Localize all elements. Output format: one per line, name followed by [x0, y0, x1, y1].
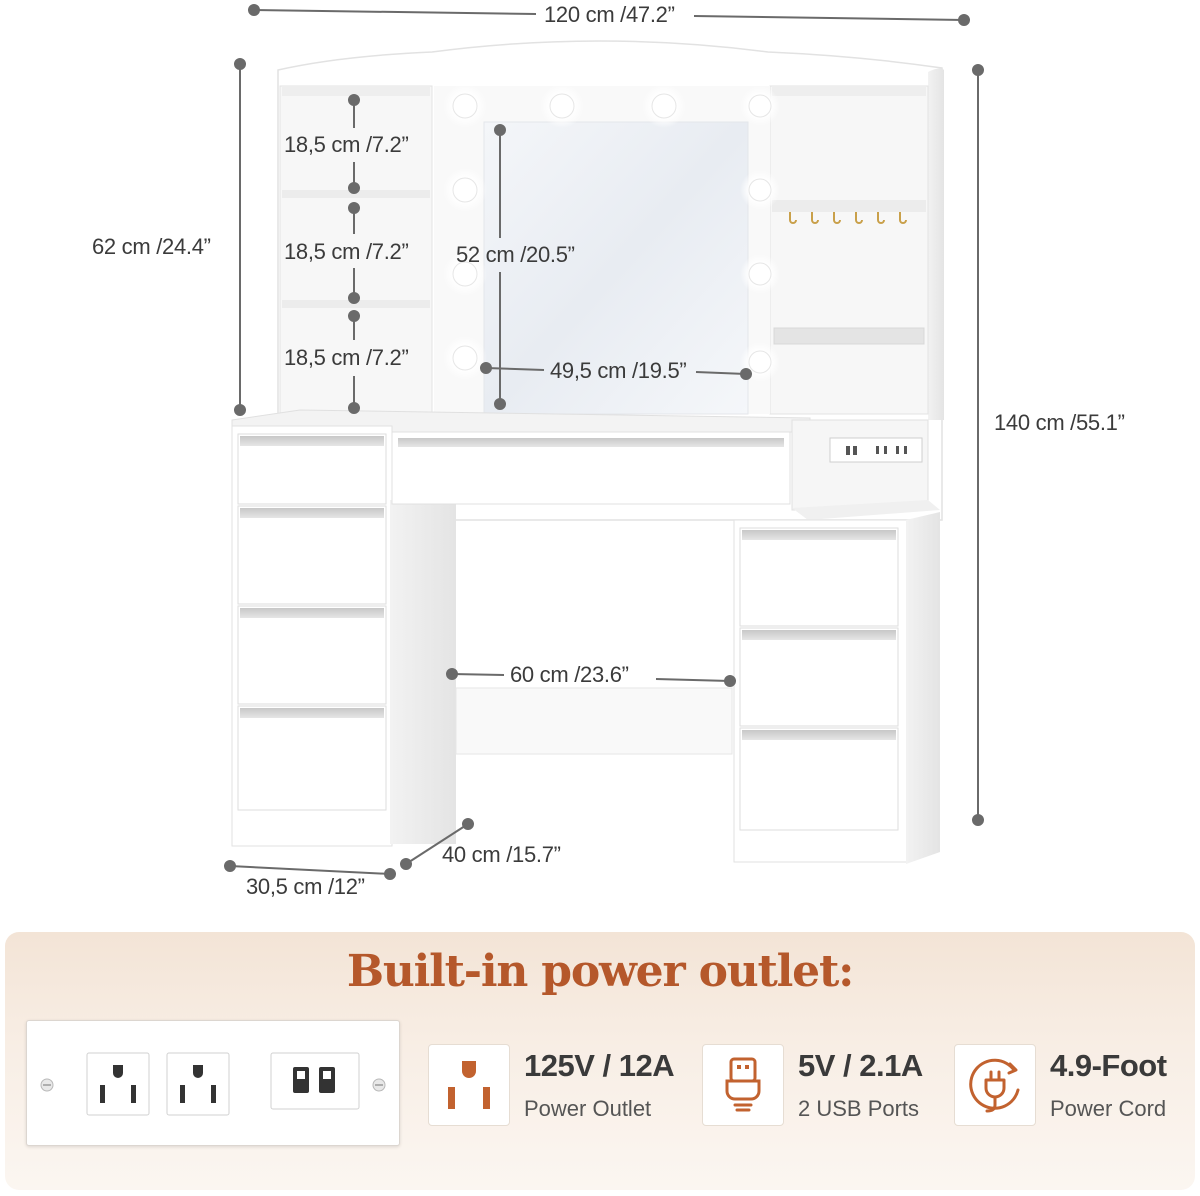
right-cabinet-side	[906, 512, 940, 864]
bulb-icon	[740, 170, 780, 210]
mirror-glass	[483, 121, 749, 415]
drawer-handle	[240, 708, 384, 718]
drawer-handle	[742, 630, 896, 640]
left-drawers	[237, 433, 387, 811]
right-shelf-hook-rail	[772, 200, 926, 212]
center-drawer-handle	[398, 438, 784, 447]
modesty-panel	[455, 687, 733, 755]
power-cubby	[791, 419, 929, 511]
drawer	[739, 727, 899, 831]
bulb-icon	[740, 254, 780, 294]
total-width-label: 120 cm /47.2”	[544, 2, 675, 27]
left-shelf-1	[282, 190, 430, 198]
shelf-middle-height-label: 18,5 cm /7.2”	[284, 239, 409, 264]
shelf-bottom-height-label: 18,5 cm /7.2”	[284, 345, 409, 370]
usb-plug-icon	[702, 1044, 784, 1126]
left-shelf-2	[282, 300, 430, 308]
usb-socket-icon	[270, 1052, 360, 1110]
left-shelf-unit	[279, 85, 433, 415]
feature-subtitle: Power Cord	[1050, 1096, 1167, 1121]
bulb-icon	[642, 84, 686, 128]
shelf-top-height-label: 18,5 cm /7.2”	[284, 132, 409, 157]
feature-power-outlet: 125V / 12A Power Outlet	[428, 1044, 688, 1128]
knee-space-width-label: 60 cm /23.6”	[510, 662, 629, 687]
jewelry-hooks	[789, 212, 907, 224]
drawer	[237, 605, 387, 705]
total-height-label: 140 cm /55.1”	[994, 410, 1125, 435]
depth-label: 40 cm /15.7”	[442, 842, 561, 867]
hutch	[277, 40, 944, 521]
vanity-light-bulbs	[443, 84, 780, 382]
power-cord-icon	[954, 1044, 1036, 1126]
hutch-right-side	[928, 68, 944, 421]
dimension-lines	[224, 4, 984, 880]
vanity-desk-illustration	[224, 4, 984, 880]
drawer	[237, 705, 387, 811]
bulb-icon	[443, 168, 487, 212]
desk	[231, 409, 940, 864]
bulb-icon	[443, 252, 487, 296]
drawer	[739, 627, 899, 727]
feature-title: 5V / 2.1A	[798, 1048, 923, 1083]
ac-socket-icon	[86, 1052, 150, 1116]
drawer-handle	[742, 530, 896, 540]
drawer	[237, 505, 387, 605]
drawer-handle	[240, 508, 384, 518]
ac-socket-icon	[166, 1052, 230, 1116]
power-panel-title: Built-in power outlet:	[346, 946, 854, 997]
drawer-handle	[240, 608, 384, 618]
left-cabinet-side	[390, 500, 456, 844]
bulb-icon	[740, 86, 780, 126]
mirror-width-label: 49,5 cm /19.5”	[550, 358, 687, 383]
feature-subtitle: Power Outlet	[524, 1096, 652, 1121]
outlet-plate	[26, 1020, 400, 1146]
drawer-handle	[742, 730, 896, 740]
ac-outlet-icon	[428, 1044, 510, 1126]
hutch-height-label: 62 cm /24.4”	[92, 234, 211, 259]
feature-subtitle: 2 USB Ports	[798, 1096, 920, 1121]
feature-title: 125V / 12A	[524, 1048, 675, 1083]
drawer-handle	[240, 436, 384, 446]
bulb-icon	[540, 84, 584, 128]
feature-title: 4.9-Foot	[1050, 1048, 1167, 1083]
right-shelf-unit	[769, 85, 929, 415]
feature-power-cord: 4.9-Foot Power Cord	[954, 1044, 1190, 1128]
right-drawers	[739, 527, 899, 831]
feature-usb-ports: 5V / 2.1A 2 USB Ports	[702, 1044, 942, 1128]
bulb-icon	[443, 336, 487, 380]
bulb-icon	[443, 84, 487, 128]
outlet-plate-illustration	[40, 1052, 386, 1116]
drawer	[739, 527, 899, 627]
cabinet-width-label: 30,5 cm /12”	[246, 874, 365, 899]
mirror-height-label: 52 cm /20.5”	[456, 242, 575, 267]
right-shelf-tray	[773, 327, 925, 345]
